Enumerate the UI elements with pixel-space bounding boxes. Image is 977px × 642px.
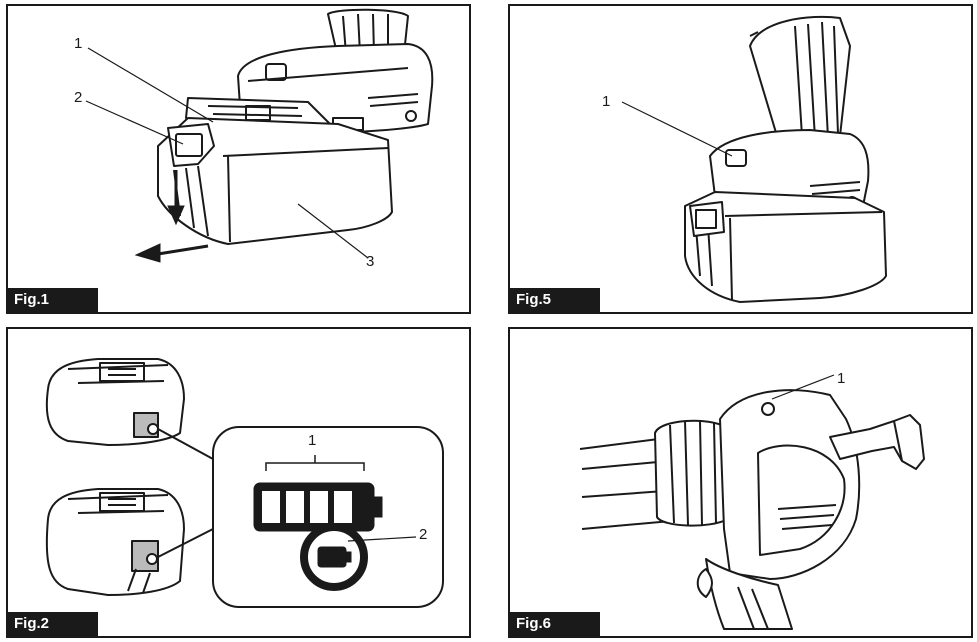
callout-1: 1 [837, 370, 846, 387]
callout-2: 2 [74, 89, 83, 106]
tool-head-illustration [579, 374, 925, 630]
figure-label: Fig.5 [510, 288, 600, 312]
figure-label: Fig.1 [8, 288, 98, 312]
figure-2-panel: 1 2 Fig.2 [6, 327, 471, 638]
figure-5-panel: 1 Fig.5 [508, 4, 973, 314]
figure-label: Fig.2 [8, 612, 98, 636]
callout-1: 1 [308, 432, 317, 449]
callout-1: 1 [74, 35, 83, 52]
battery-installed-illustration [621, 15, 887, 303]
figure-label: Fig.6 [510, 612, 600, 636]
battery-removal-illustration [85, 8, 434, 263]
figure-1-panel: 1 2 3 Fig.1 [6, 4, 471, 314]
battery-indicator-illustration [45, 358, 444, 608]
callout-1: 1 [602, 93, 611, 110]
callout-3: 3 [366, 253, 375, 270]
callout-2: 2 [419, 526, 428, 543]
figure-6-panel: 1 Fig.6 [508, 327, 973, 638]
